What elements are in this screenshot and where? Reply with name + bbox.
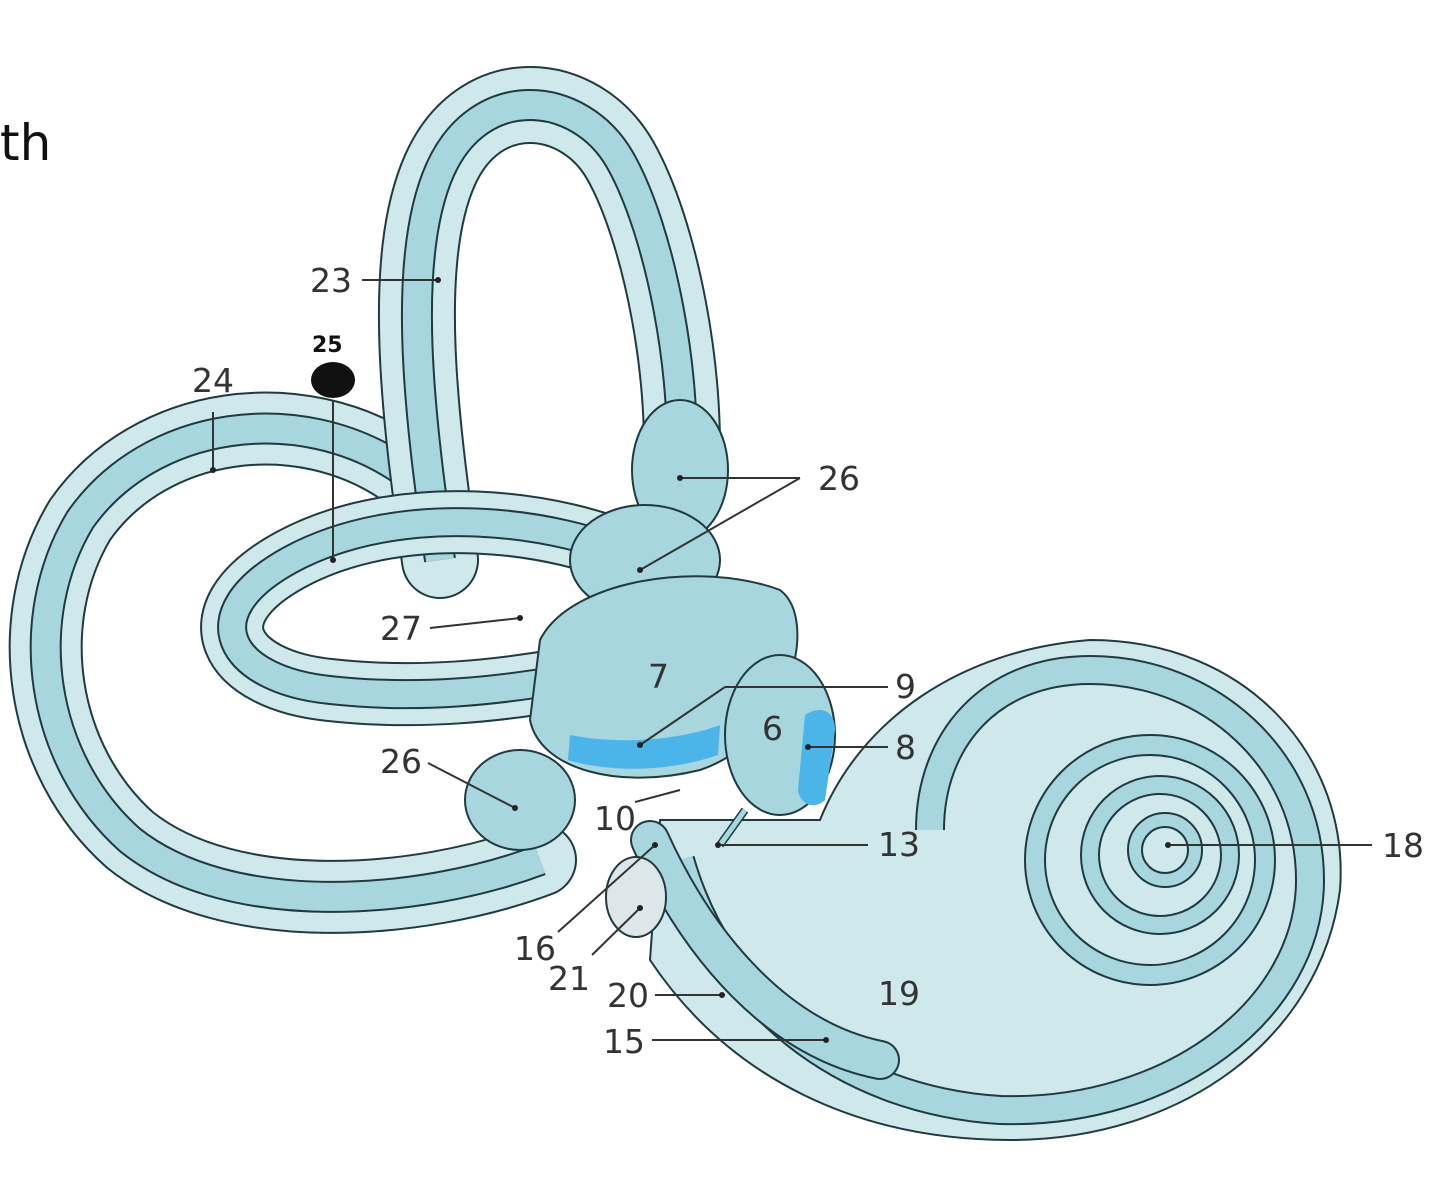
label-13: 13 bbox=[878, 825, 920, 864]
ampullae bbox=[464, 399, 729, 851]
label-26-top: 26 bbox=[818, 459, 860, 498]
label-16: 16 bbox=[514, 929, 556, 968]
label-21: 21 bbox=[548, 959, 590, 998]
label-15: 15 bbox=[603, 1022, 645, 1061]
posterior-canal bbox=[8, 391, 577, 934]
leader-lines bbox=[210, 277, 1372, 1043]
endolymphatic-sac bbox=[605, 856, 667, 938]
label-25: 25 bbox=[312, 333, 343, 358]
label-24: 24 bbox=[192, 361, 234, 400]
label-23: 23 bbox=[310, 261, 352, 300]
label-18: 18 bbox=[1382, 826, 1424, 865]
superior-canal bbox=[377, 66, 721, 599]
label-7: 7 bbox=[648, 657, 669, 696]
cochlea bbox=[630, 638, 1342, 1142]
label-27: 27 bbox=[380, 609, 422, 648]
label-26-bottom: 26 bbox=[380, 742, 422, 781]
corner-text-fragment: th bbox=[0, 114, 52, 172]
labels: 23 24 25 26 27 7 9 6 8 26 10 13 18 16 21… bbox=[192, 261, 1424, 1061]
redacted-mark bbox=[311, 362, 355, 398]
lateral-canal bbox=[200, 490, 672, 727]
label-19: 19 bbox=[878, 974, 920, 1013]
label-8: 8 bbox=[895, 728, 916, 767]
saccule bbox=[716, 654, 836, 848]
label-9: 9 bbox=[895, 667, 916, 706]
label-10: 10 bbox=[594, 799, 636, 838]
label-6: 6 bbox=[762, 709, 783, 748]
label-20: 20 bbox=[607, 976, 649, 1015]
